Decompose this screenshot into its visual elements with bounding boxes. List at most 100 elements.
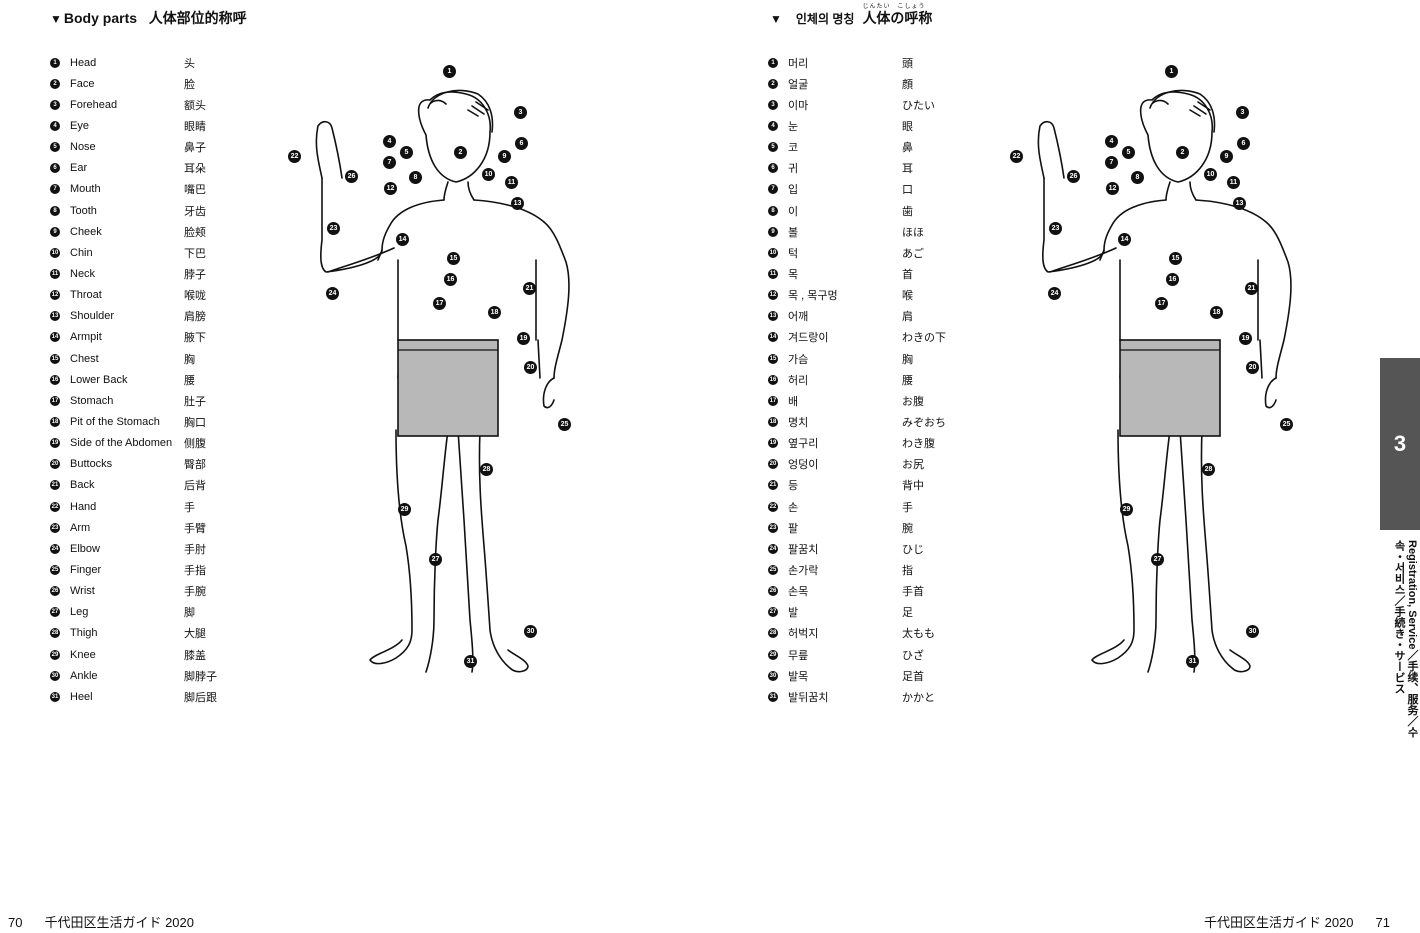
term-number: 31 xyxy=(50,691,60,702)
term-number: 28 xyxy=(768,628,778,639)
term-number: 12 xyxy=(768,290,778,301)
body-part-callout: 31 xyxy=(464,655,477,668)
term-en: Mouth xyxy=(70,183,101,196)
term-number: 5 xyxy=(768,142,778,153)
chapter-number: 3 xyxy=(1393,431,1407,456)
term-number: 26 xyxy=(50,586,60,597)
term-ko: 턱 xyxy=(788,247,799,260)
term-en: Thigh xyxy=(70,627,98,640)
term-number: 15 xyxy=(768,353,778,364)
footer-title: 千代田区生活ガイド 2020 xyxy=(44,915,195,930)
term-number: 29 xyxy=(50,649,60,660)
body-part-callout: 18 xyxy=(1210,306,1223,319)
term-ja: 歯 xyxy=(902,205,913,218)
term-en: Leg xyxy=(70,606,89,619)
term-ja: 腰 xyxy=(902,374,913,387)
term-number: 18 xyxy=(50,416,60,427)
body-part-callout: 25 xyxy=(1280,418,1293,431)
body-part-callout: 12 xyxy=(384,182,397,195)
term-number: 4 xyxy=(768,120,778,131)
body-part-callout: 22 xyxy=(1010,150,1023,163)
body-part-callout: 29 xyxy=(1120,503,1133,516)
term-ja: みぞおち xyxy=(902,416,946,429)
term-ko: 팔꿈치 xyxy=(788,543,819,556)
chapter-tab[interactable]: 3 xyxy=(1380,358,1420,530)
term-number: 7 xyxy=(768,184,778,195)
term-number: 13 xyxy=(768,311,778,322)
term-ko: 엉덩이 xyxy=(788,459,819,472)
term-number: 2 xyxy=(50,78,60,89)
term-en: Ear xyxy=(70,162,88,175)
term-en: Cheek xyxy=(70,225,102,238)
term-en: Chin xyxy=(70,246,93,259)
term-number: 6 xyxy=(768,163,778,174)
body-part-callout: 13 xyxy=(1233,197,1246,210)
term-ko: 볼 xyxy=(788,226,799,239)
term-number: 3 xyxy=(768,99,778,110)
body-part-callout: 16 xyxy=(444,273,457,286)
term-zh: 脸颊 xyxy=(184,226,206,239)
body-part-callout: 26 xyxy=(345,170,358,183)
body-illustration xyxy=(1037,89,1292,673)
body-part-callout: 17 xyxy=(1155,297,1168,310)
term-ja: 顔 xyxy=(902,78,913,91)
term-en: Elbow xyxy=(70,542,100,555)
term-ja: お尻 xyxy=(902,459,924,472)
term-number: 27 xyxy=(768,607,778,618)
term-en: Buttocks xyxy=(70,458,113,471)
chapter-title: Registration, Service／手续、服务／수속・서비스／手続き・サ… xyxy=(1393,540,1418,738)
term-ja: 肩 xyxy=(902,311,913,324)
body-part-callout: 13 xyxy=(511,197,524,210)
body-part-callout: 21 xyxy=(523,282,536,295)
term-zh: 手臂 xyxy=(184,522,206,535)
term-number: 8 xyxy=(50,205,60,216)
term-number: 22 xyxy=(50,501,60,512)
term-zh: 脖子 xyxy=(184,268,206,281)
body-part-callout: 5 xyxy=(400,146,413,159)
term-zh: 胸 xyxy=(184,353,195,366)
term-ko: 발뒤꿈치 xyxy=(788,691,829,704)
body-part-callout: 11 xyxy=(1227,176,1240,189)
term-en: Ankle xyxy=(70,669,98,682)
term-ja: 頭 xyxy=(902,57,913,70)
term-ko: 발 xyxy=(788,607,799,620)
term-ja: 足首 xyxy=(902,670,924,683)
term-ko: 손 xyxy=(788,501,799,514)
body-part-callout: 14 xyxy=(396,233,409,246)
term-zh: 肩膀 xyxy=(184,311,206,324)
term-ja: 喉 xyxy=(902,290,913,303)
term-ja: 手 xyxy=(902,501,913,514)
body-part-callout: 2 xyxy=(1176,146,1189,159)
body-part-callout: 25 xyxy=(558,418,571,431)
term-zh: 手肘 xyxy=(184,543,206,556)
term-ja: ひざ xyxy=(902,649,924,662)
term-ja: あご xyxy=(902,247,924,260)
body-part-callout: 22 xyxy=(288,150,301,163)
term-zh: 手腕 xyxy=(184,586,206,599)
body-part-callout: 20 xyxy=(1246,361,1259,374)
term-en: Neck xyxy=(70,267,96,280)
page-number: 71 xyxy=(1375,915,1390,930)
body-part-callout: 23 xyxy=(1049,222,1062,235)
term-ja: かかと xyxy=(902,691,935,704)
term-zh: 后背 xyxy=(184,480,206,493)
term-zh: 头 xyxy=(184,57,195,70)
